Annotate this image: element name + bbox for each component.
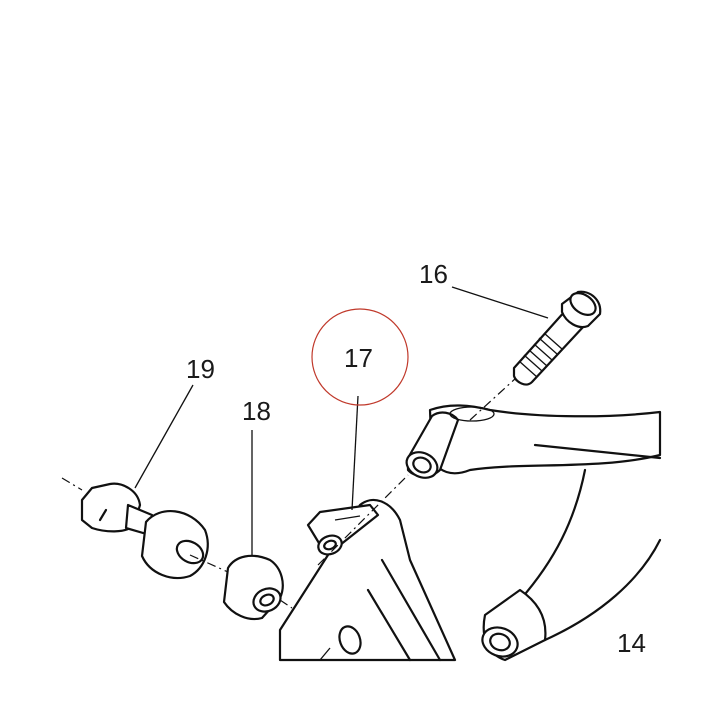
callout-18: 18 xyxy=(242,396,271,426)
callout-17: 17 xyxy=(344,343,373,373)
callout-16: 16 xyxy=(419,259,448,289)
highlight-circle xyxy=(311,308,409,406)
bracket-part-17 xyxy=(306,503,380,556)
assembly-axis-lines xyxy=(61,377,517,609)
bolt-part-16 xyxy=(512,290,602,386)
leader-lines xyxy=(134,286,549,555)
callout-19: 19 xyxy=(186,354,215,384)
callout-14: 14 xyxy=(617,628,646,658)
bushing-part-18 xyxy=(222,554,284,621)
frame-part-14 xyxy=(278,404,662,662)
spacer-part-19 xyxy=(80,482,209,580)
